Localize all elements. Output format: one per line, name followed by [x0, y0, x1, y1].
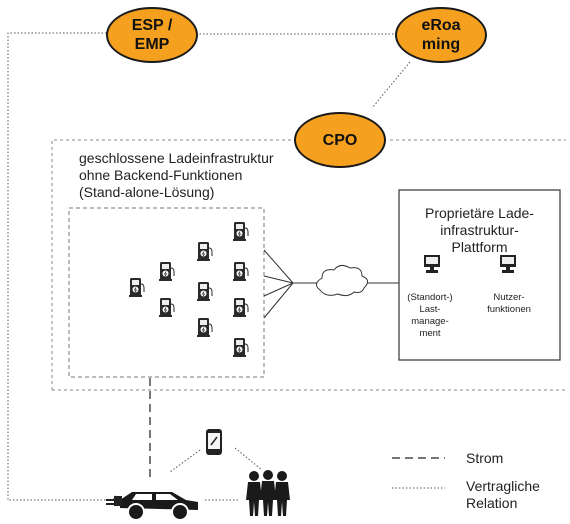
relation-esp-left: [7, 32, 110, 501]
computer-icon: [424, 255, 440, 273]
user-functions-label: Nutzer- funktionen: [487, 292, 531, 315]
relation-eroaming-cpo: [371, 61, 411, 109]
legend-vertragliche-label: Vertragliche Relation: [466, 478, 540, 511]
relation-phone-car: [169, 449, 201, 473]
charging-station-icon: [197, 318, 213, 337]
platform-title: Proprietäre Lade- infrastruktur- Plattfo…: [425, 205, 534, 255]
esp-emp-label: ESP / EMP: [131, 17, 173, 53]
load-management-label: (Standort-) Last- manage- ment: [407, 292, 453, 339]
legend-strom-label: Strom: [466, 450, 504, 466]
eroaming-node: eRoa ming: [395, 7, 487, 63]
people-icon: [246, 470, 290, 516]
esp-emp-node: ESP / EMP: [106, 7, 198, 63]
relation-phone-people: [234, 447, 263, 471]
charging-station-icon: [197, 282, 213, 301]
charging-station-icon: [233, 298, 249, 317]
charging-stations: [129, 222, 249, 357]
charging-station-icon: [129, 278, 145, 297]
platform-box: [398, 189, 561, 361]
cpo-node: CPO: [294, 112, 386, 168]
computer-icon: [500, 255, 516, 273]
cloud-icon: [316, 264, 368, 297]
eroaming-label: eRoa ming: [421, 17, 461, 53]
charging-station-icon: [159, 298, 175, 317]
cpo-boundary: [51, 139, 566, 391]
infrastructure-label: geschlossene Ladeinfrastruktur ohne Back…: [79, 150, 274, 200]
charging-station-icon: [233, 222, 249, 241]
charging-station-icon: [233, 262, 249, 281]
smartphone-icon: [206, 429, 222, 455]
charging-station-icon: [159, 262, 175, 281]
cpo-label: CPO: [322, 131, 358, 149]
car-icon: [106, 492, 198, 521]
charging-station-icon: [233, 338, 249, 357]
charging-station-icon: [197, 242, 213, 261]
